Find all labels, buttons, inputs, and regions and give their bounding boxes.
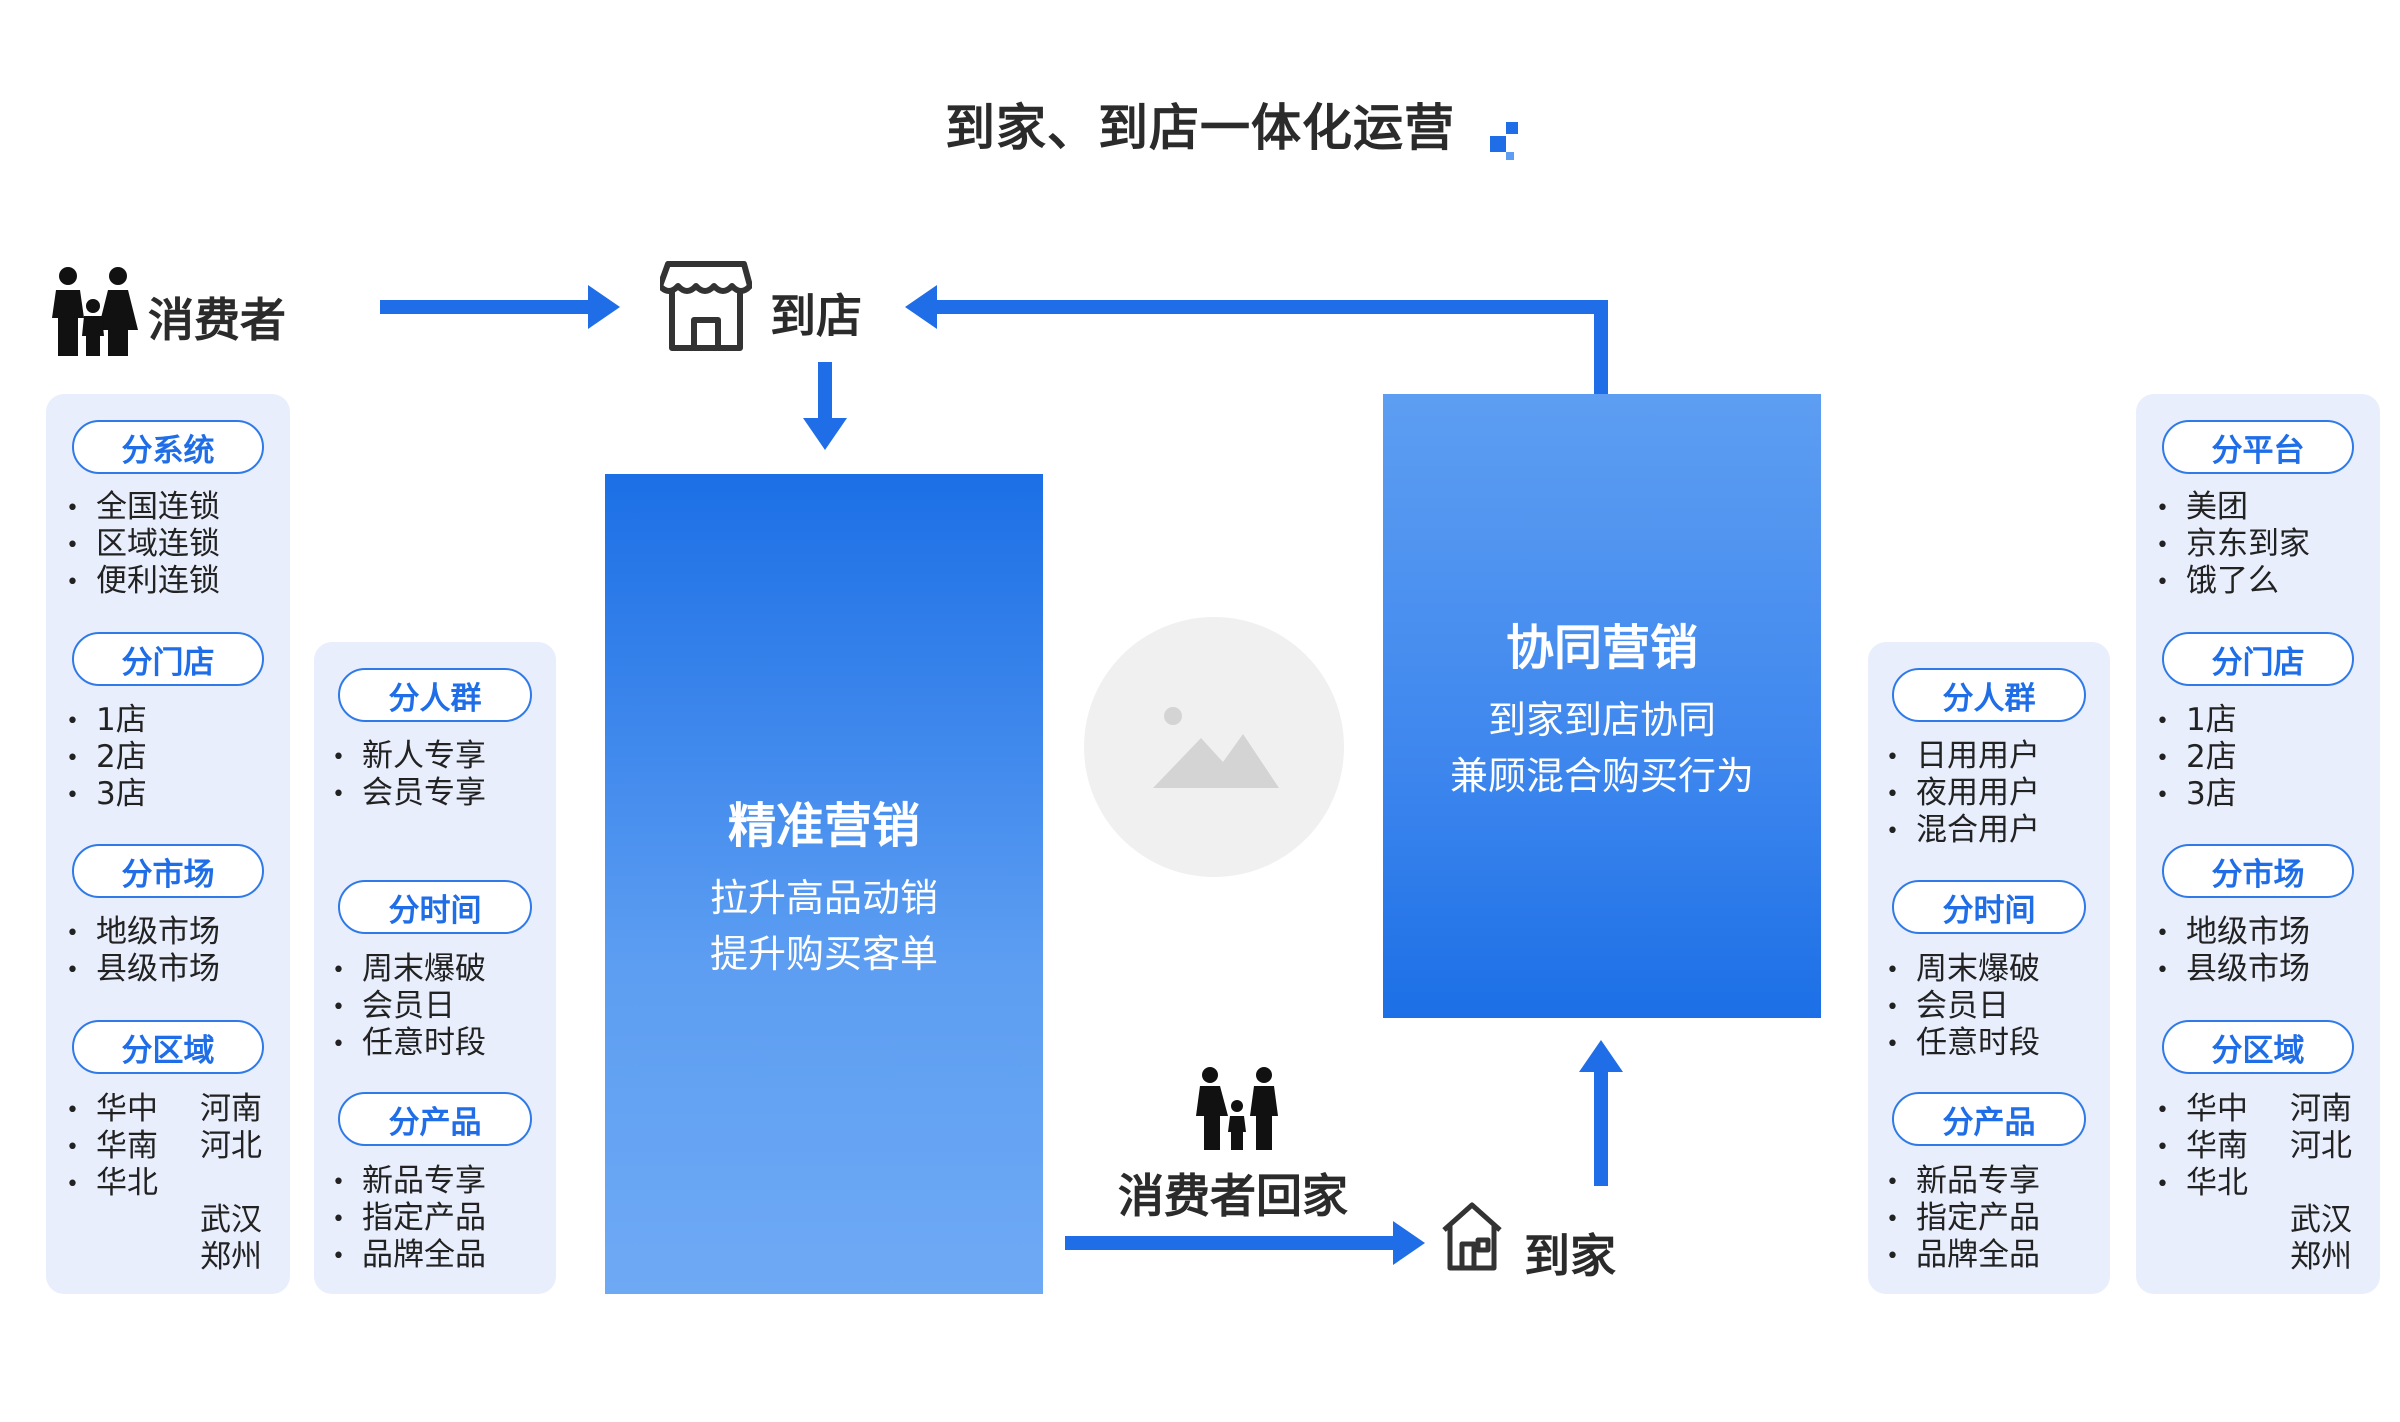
synergy-line: 兼顾混合购买行为 — [1449, 754, 1754, 798]
tag-product: 分产品 — [1892, 1092, 2086, 1146]
tag-time: 分时间 — [1892, 880, 2086, 934]
list-item: •1店 — [2156, 702, 2237, 738]
arrow-store-to-precision — [818, 362, 832, 422]
list-item: •区域连锁 — [66, 526, 220, 562]
list-item: •华北 — [66, 1165, 158, 1201]
tag-product: 分产品 — [338, 1092, 532, 1146]
list-item: 郑州 — [2290, 1239, 2352, 1275]
list-item: •会员日 — [332, 988, 455, 1024]
list-item: •1店 — [66, 702, 147, 738]
synergy-marketing-box: 协同营销 到家到店协同 兼顾混合购买行为 — [1383, 394, 1821, 1018]
title-decoration-icon — [1490, 122, 1518, 160]
list-item: 河南 — [200, 1091, 262, 1127]
image-placeholder-icon — [1084, 617, 1344, 877]
tag-time: 分时间 — [338, 880, 532, 934]
to-store-label: 到店 — [770, 289, 862, 343]
list-item: •任意时段 — [1886, 1025, 2040, 1061]
list-item: 河北 — [2290, 1128, 2352, 1164]
list-item: •混合用户 — [1886, 812, 2040, 848]
list-item: •品牌全品 — [1886, 1237, 2040, 1273]
list-item: •2店 — [66, 739, 147, 775]
synergy-title: 协同营销 — [1505, 620, 1698, 676]
list-item: •周末爆破 — [1886, 951, 2040, 987]
precision-marketing-box: 精准营销 拉升高品动销 提升购买客单 — [605, 474, 1043, 1294]
list-item: •饿了么 — [2156, 563, 2279, 599]
list-item: •会员日 — [1886, 988, 2009, 1024]
list-item: •周末爆破 — [332, 951, 486, 987]
precision-title: 精准营销 — [727, 798, 920, 854]
list-item: •地级市场 — [66, 914, 220, 950]
list-item: 郑州 — [200, 1239, 262, 1275]
list-item: •日用用户 — [1886, 738, 2040, 774]
tag-platform: 分平台 — [2162, 420, 2354, 474]
tag-audience: 分人群 — [1892, 668, 2086, 722]
list-item: •2店 — [2156, 739, 2237, 775]
page-title: 到家、到店一体化运营 — [945, 99, 1455, 157]
right-inner-panel — [1868, 642, 2110, 1294]
tag-store: 分门店 — [2162, 632, 2354, 686]
list-item: 武汉 — [2290, 1202, 2352, 1238]
list-item: •3店 — [66, 776, 147, 812]
arrow-home-consumer-to-home — [1065, 1236, 1395, 1250]
list-item: •全国连锁 — [66, 489, 220, 525]
to-home-label: 到家 — [1524, 1229, 1616, 1283]
list-item: •便利连锁 — [66, 563, 220, 599]
tag-audience: 分人群 — [338, 668, 532, 722]
store-icon — [660, 261, 752, 351]
house-icon — [1442, 1202, 1502, 1271]
tag-region: 分区域 — [72, 1020, 264, 1074]
tag-market: 分市场 — [72, 844, 264, 898]
list-item: •县级市场 — [66, 951, 220, 987]
list-item: 河南 — [2290, 1091, 2352, 1127]
list-item: •华南 — [66, 1128, 158, 1164]
family-icon — [52, 267, 138, 356]
list-item: •新品专享 — [332, 1163, 486, 1199]
list-item: •华中 — [66, 1091, 158, 1127]
list-item: •会员专享 — [332, 775, 486, 811]
list-item: •华中 — [2156, 1091, 2248, 1127]
precision-line: 拉升高品动销 — [709, 876, 938, 920]
list-item: •任意时段 — [332, 1025, 486, 1061]
list-item: •华南 — [2156, 1128, 2248, 1164]
list-item: •品牌全品 — [332, 1237, 486, 1273]
tag-region: 分区域 — [2162, 1020, 2354, 1074]
list-item: •夜用用户 — [1886, 775, 2040, 811]
tag-market: 分市场 — [2162, 844, 2354, 898]
consumer-label: 消费者 — [148, 293, 286, 347]
list-item: 武汉 — [200, 1202, 262, 1238]
list-item: •新人专享 — [332, 738, 486, 774]
arrow-consumer-to-store — [380, 300, 590, 314]
couple-icon — [1196, 1067, 1278, 1150]
list-item: 河北 — [200, 1128, 262, 1164]
list-item: •新品专享 — [1886, 1163, 2040, 1199]
arrow-synergy-to-store — [1594, 300, 1608, 395]
list-item: •指定产品 — [332, 1200, 486, 1236]
consumer-home-label: 消费者回家 — [1118, 1169, 1348, 1223]
precision-line: 提升购买客单 — [709, 932, 938, 976]
list-item: •地级市场 — [2156, 914, 2310, 950]
arrow-home-to-synergy — [1594, 1068, 1608, 1186]
tag-store: 分门店 — [72, 632, 264, 686]
synergy-line: 到家到店协同 — [1487, 698, 1716, 742]
list-item: •指定产品 — [1886, 1200, 2040, 1236]
left-inner-panel — [314, 642, 556, 1294]
list-item: •3店 — [2156, 776, 2237, 812]
list-item: •美团 — [2156, 489, 2248, 525]
list-item: •县级市场 — [2156, 951, 2310, 987]
tag-system: 分系统 — [72, 420, 264, 474]
list-item: •京东到家 — [2156, 526, 2310, 562]
list-item: •华北 — [2156, 1165, 2248, 1201]
